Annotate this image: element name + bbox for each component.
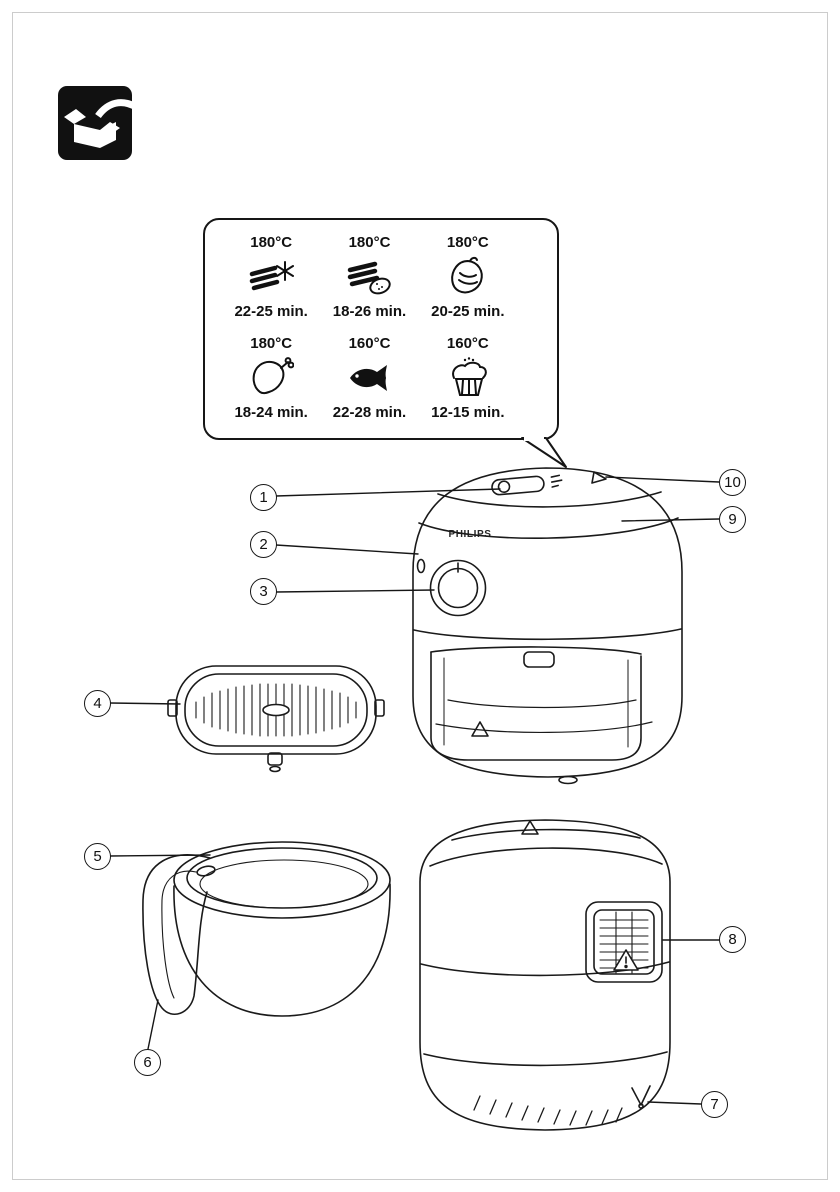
cord-storage-hook: [631, 1085, 651, 1109]
preset-fish: 160°C 22-28 min.: [320, 327, 418, 428]
preset-time: 12-15 min.: [431, 403, 505, 421]
callout-1: 1: [250, 484, 277, 511]
callout-number: 4: [93, 695, 102, 712]
callout-9: 9: [719, 506, 746, 533]
callout-number: 1: [259, 489, 268, 506]
crisping-plate-illustration: [167, 665, 385, 773]
preset-frozen-fries: 180°C 22-25 min.: [222, 226, 320, 327]
callout-number: 8: [728, 931, 737, 948]
preset-temp: 160°C: [348, 334, 391, 352]
meat-icon: [451, 256, 483, 293]
power-light: [416, 558, 426, 574]
callout-4: 4: [84, 690, 111, 717]
preset-chicken: 180°C 18-24 min.: [222, 327, 320, 428]
airfryer-front-illustration: [412, 467, 683, 785]
preset-meat: 180°C 20-25 min.: [419, 226, 517, 327]
page-frame: [12, 12, 828, 1180]
callout-5: 5: [84, 843, 111, 870]
air-outlet-grille: [585, 901, 663, 983]
timer-slider: [491, 474, 563, 496]
callout-number: 7: [710, 1096, 719, 1113]
preset-fresh-fries: 180°C 18-26 min.: [320, 226, 418, 327]
preset-time: 18-24 min.: [234, 403, 308, 421]
cooling-vents: [473, 1095, 623, 1126]
preset-time: 18-26 min.: [332, 302, 407, 320]
max-mark: [591, 471, 607, 484]
basket-illustration: [142, 841, 391, 1017]
callout-number: 5: [93, 848, 102, 865]
chicken-drumstick-icon: [252, 356, 295, 394]
fresh-fries-icon: [348, 261, 392, 294]
preset-time: 22-28 min.: [332, 403, 407, 421]
fish-icon: [350, 364, 388, 391]
callout-2: 2: [250, 531, 277, 558]
callout-number: 9: [728, 511, 737, 528]
temperature-knob: [429, 559, 487, 617]
airfryer-back-illustration: [419, 819, 671, 1131]
callout-3: 3: [250, 578, 277, 605]
callout-leader-lines: [109, 476, 720, 1105]
preset-temp: 180°C: [250, 233, 293, 251]
callout-number: 2: [259, 536, 268, 553]
callout-8: 8: [719, 926, 746, 953]
preset-bubble-tail: [521, 437, 567, 468]
preset-time: 20-25 min.: [431, 302, 505, 320]
callout-number: 6: [143, 1054, 152, 1071]
preset-baking: 160°C 12-15 min.: [419, 327, 517, 428]
muffin-icon: [451, 356, 487, 396]
frozen-fries-icon: [249, 260, 295, 290]
cooking-presets-panel: 180°C 22-25 min. 180°C: [203, 218, 559, 440]
callout-7: 7: [701, 1091, 728, 1118]
unboxing-icon: [58, 84, 154, 164]
preset-time: 22-25 min.: [234, 302, 308, 320]
callout-number: 3: [259, 583, 268, 600]
callout-10: 10: [719, 469, 746, 496]
callout-6: 6: [134, 1049, 161, 1076]
preset-temp: 180°C: [250, 334, 293, 352]
callout-number: 10: [724, 474, 741, 491]
preset-temp: 160°C: [446, 334, 489, 352]
philips-logo: PHILIPS: [448, 529, 492, 540]
preset-temp: 180°C: [446, 233, 489, 251]
preset-temp: 180°C: [348, 233, 391, 251]
